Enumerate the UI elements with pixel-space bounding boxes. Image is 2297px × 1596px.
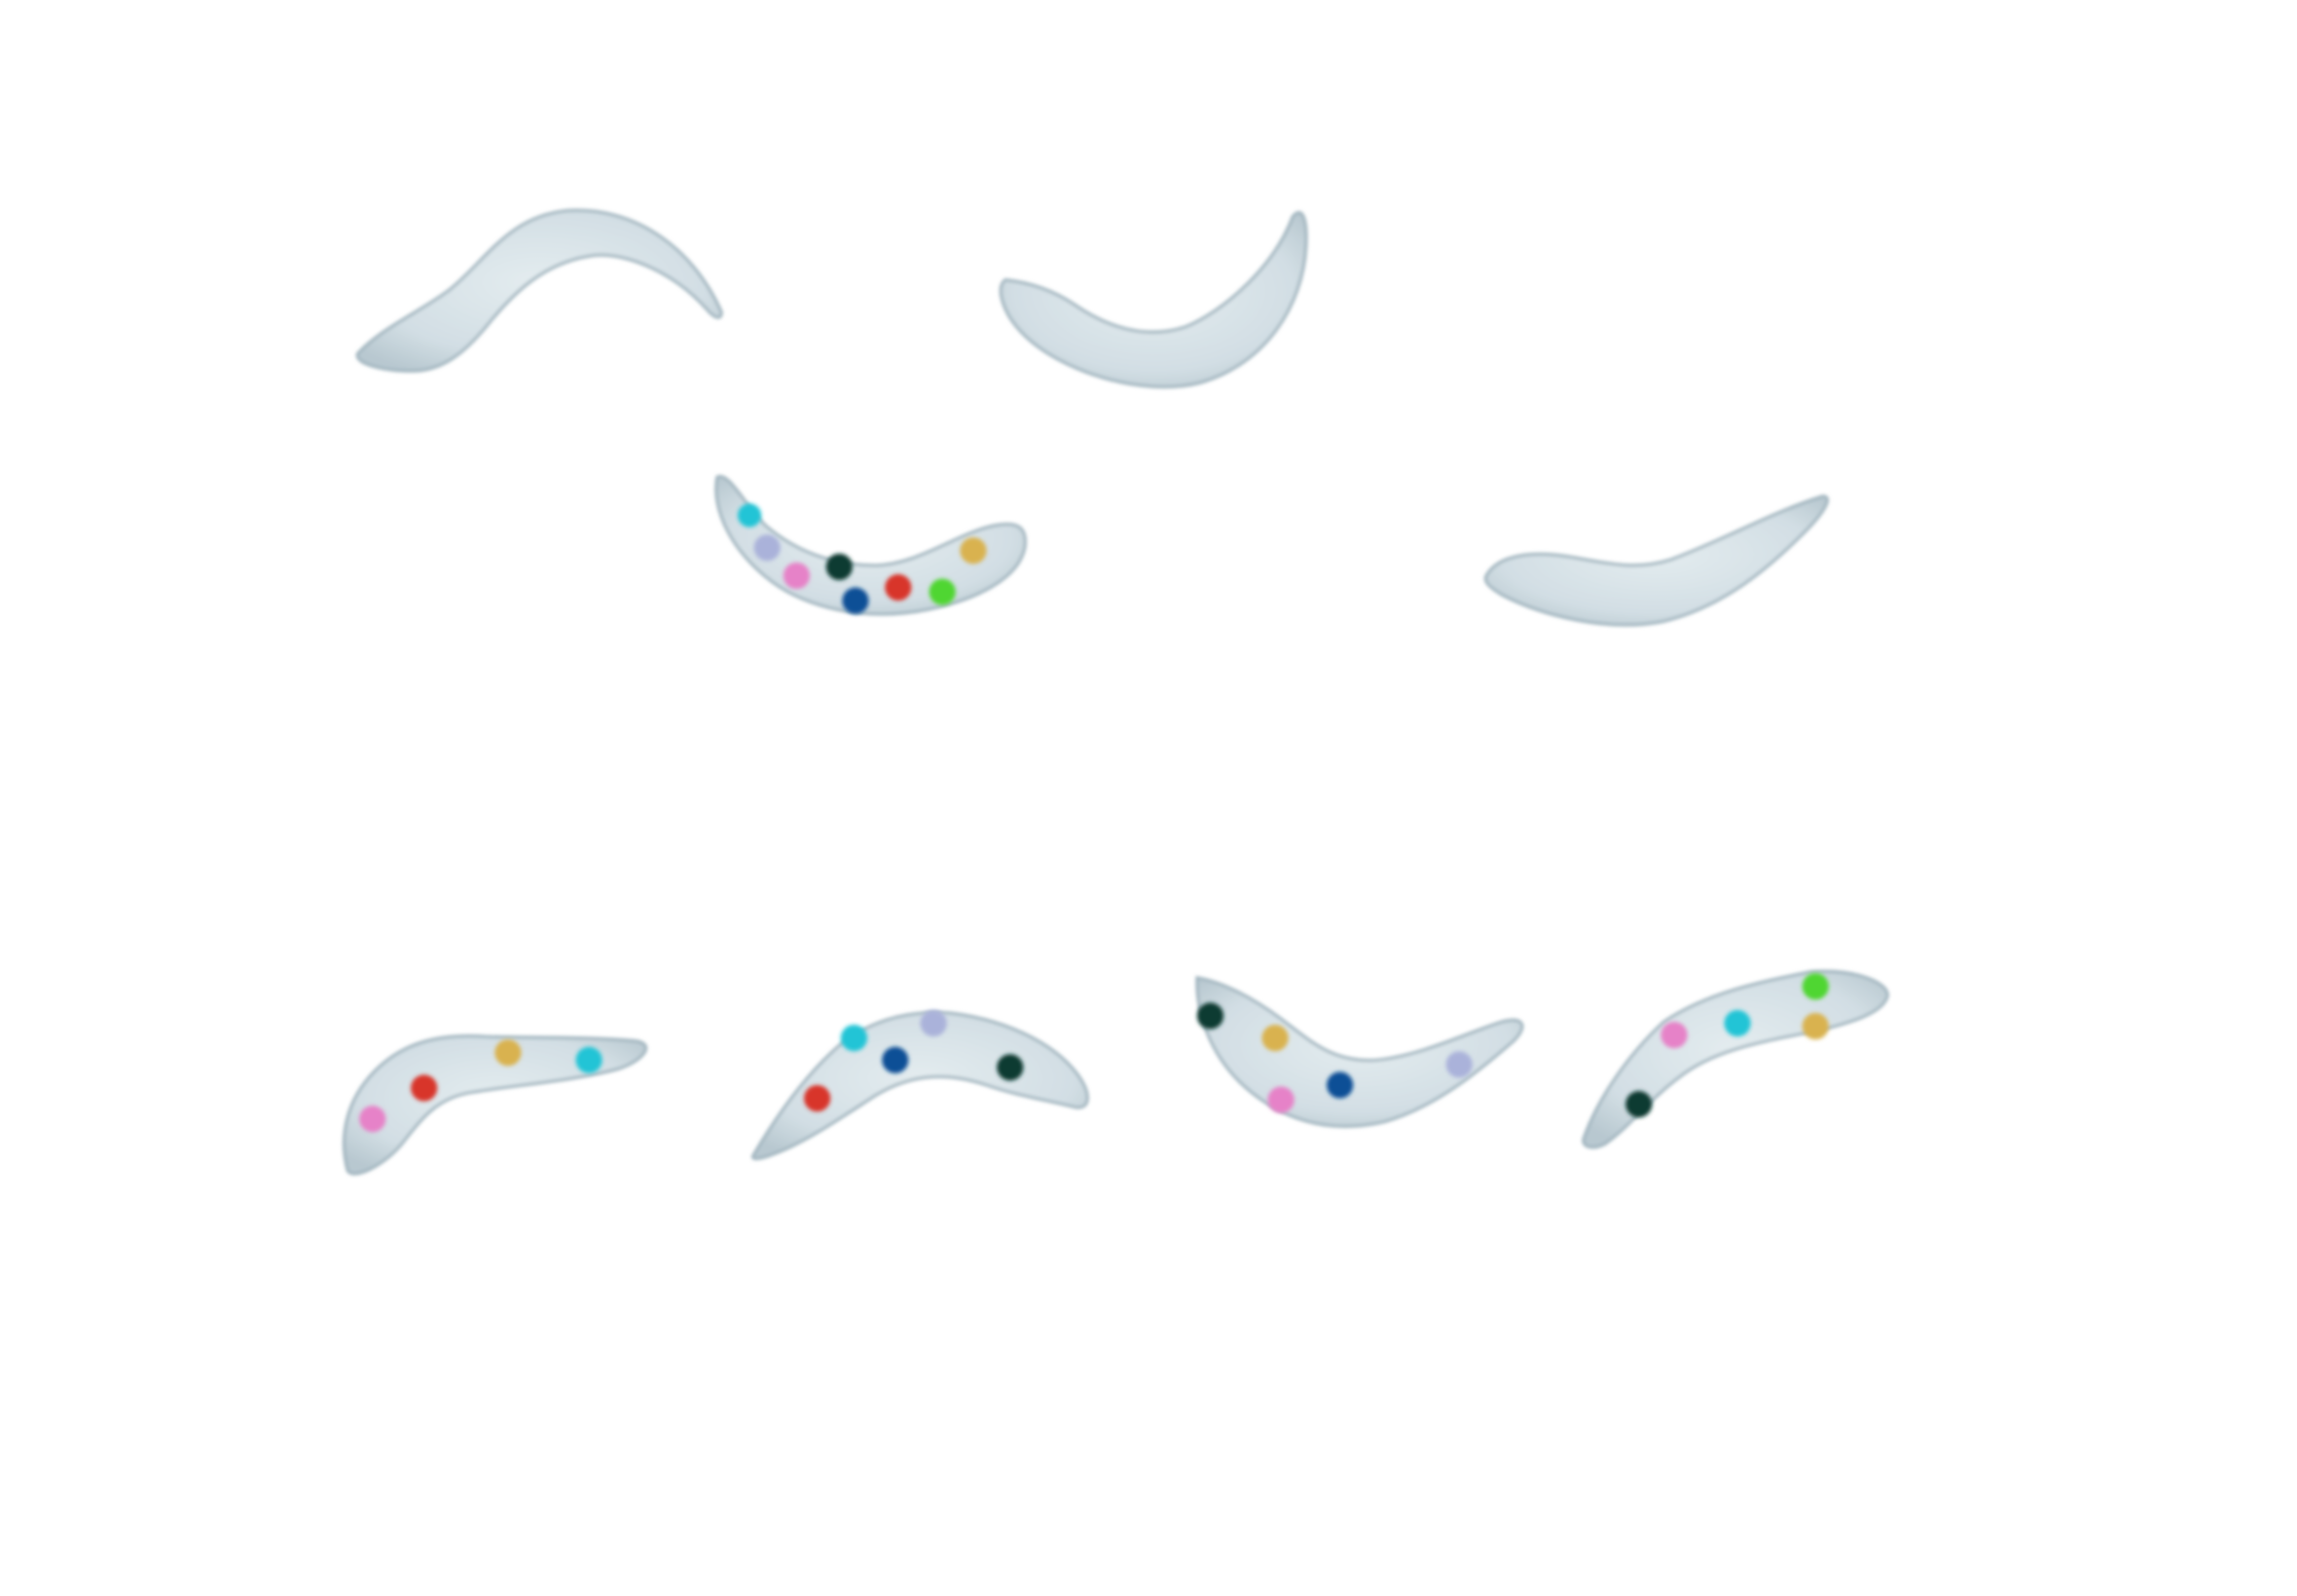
- marker-dots: [359, 1039, 602, 1133]
- marker-dot-gold: [1261, 1024, 1289, 1052]
- worm-middle-right: [1483, 494, 1829, 627]
- marker-dots: [737, 503, 987, 614]
- marker-dot-pink: [783, 562, 811, 590]
- marker-dot-cyan: [840, 1024, 868, 1052]
- marker-dot-red: [885, 574, 912, 601]
- marker-dots: [804, 1009, 1024, 1112]
- marker-dots: [1625, 973, 1829, 1118]
- marker-dot-navy: [1327, 1071, 1354, 1099]
- marker-dot-red: [804, 1085, 831, 1112]
- marker-dot-lavender: [753, 534, 781, 562]
- marker-dot-cyan: [737, 503, 762, 527]
- marker-dot-gold: [960, 537, 987, 564]
- marker-dot-dark-green: [825, 553, 853, 581]
- marker-dot-cyan: [1724, 1009, 1751, 1037]
- marker-dot-dark-green: [997, 1054, 1024, 1081]
- marker-dot-gold: [494, 1039, 522, 1067]
- marker-dot-red: [411, 1074, 438, 1102]
- marker-dot-lavender: [920, 1009, 947, 1037]
- marker-dot-dark-green: [1625, 1091, 1653, 1118]
- worm-bottom-2: [750, 1009, 1089, 1161]
- marker-dot-gold: [1802, 1012, 1829, 1040]
- marker-dot-green: [929, 578, 956, 605]
- worm-top-left: [355, 208, 723, 373]
- marker-dot-navy: [842, 587, 869, 614]
- marker-dots: [1196, 1002, 1473, 1113]
- marker-dot-navy: [882, 1046, 909, 1073]
- marker-dot-dark-green: [1196, 1002, 1224, 1030]
- marker-dot-pink: [359, 1106, 386, 1133]
- marker-dot-cyan: [575, 1046, 602, 1073]
- worm-bottom-1: [342, 1034, 648, 1176]
- worm-top-right: [999, 210, 1308, 389]
- marker-dot-green: [1802, 973, 1829, 1000]
- marker-dot-pink: [1267, 1086, 1294, 1113]
- worm-bottom-4: [1582, 969, 1889, 1149]
- worm-middle-left: [714, 475, 1027, 616]
- marker-dot-lavender: [1445, 1051, 1473, 1078]
- marker-dot-pink: [1660, 1021, 1688, 1049]
- worm-bottom-3: [1195, 975, 1524, 1128]
